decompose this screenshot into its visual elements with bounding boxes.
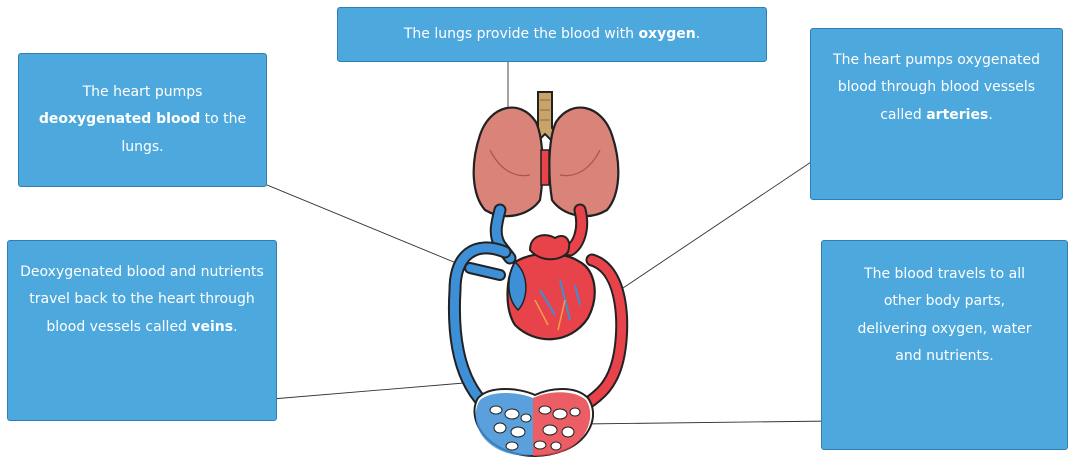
- body-parts-label: The blood travels to all other body part…: [821, 240, 1068, 450]
- deoxygenated-blood-text: The heart pumps deoxygenated blood to th…: [39, 79, 246, 161]
- heart-illustration: [508, 235, 595, 339]
- leader-line-veins: [272, 382, 476, 399]
- arteries-label: The heart pumps oxygenated blood through…: [810, 28, 1063, 200]
- veins-text: Deoxygenated blood and nutrients travel …: [20, 259, 264, 341]
- leader-line-deoxygenated: [250, 178, 478, 272]
- lungs-oxygen-label: The lungs provide the blood with oxygen.: [337, 7, 767, 62]
- veins-label: Deoxygenated blood and nutrients travel …: [7, 240, 277, 421]
- lungs-oxygen-text: The lungs provide the blood with oxygen.: [404, 21, 700, 48]
- leader-line-body: [582, 421, 835, 424]
- leader-line-arteries: [620, 152, 826, 290]
- deoxygenated-blood-label: The heart pumps deoxygenated blood to th…: [18, 53, 267, 187]
- arteries-text: The heart pumps oxygenated blood through…: [833, 47, 1040, 129]
- body-parts-text: The blood travels to all other body part…: [858, 261, 1032, 370]
- capillary-bed-illustration: [474, 389, 593, 456]
